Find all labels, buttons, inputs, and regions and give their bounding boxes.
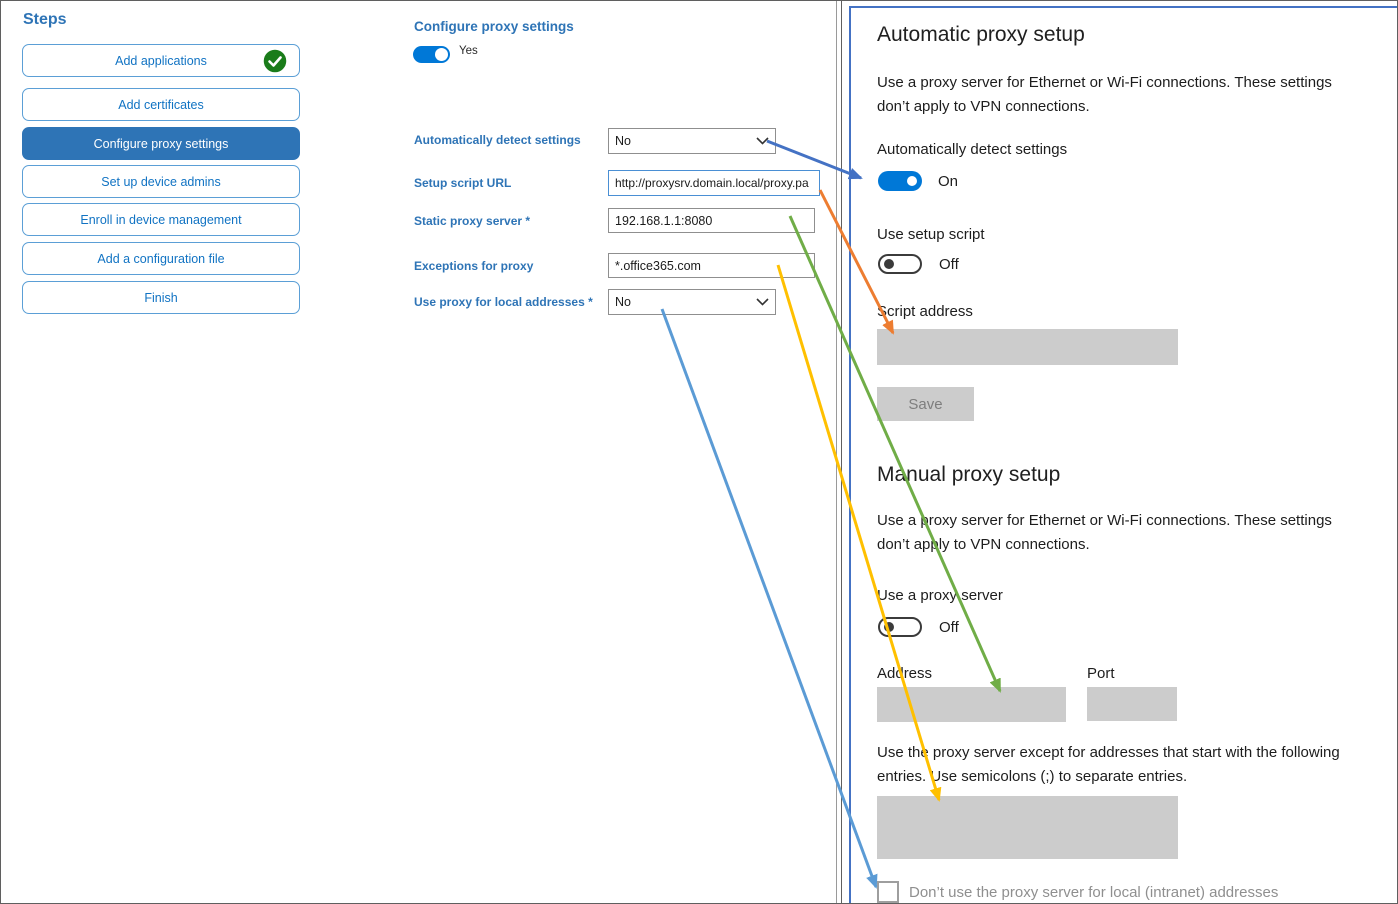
use-setup-script-state: Off [939,256,959,273]
step-label: Set up device admins [101,174,221,189]
input-value: *.office365.com [615,258,701,273]
step-label: Add a configuration file [97,251,225,266]
configure-proxy-toggle[interactable] [413,46,450,63]
field-label-auto-detect: Automatically detect settings [414,133,581,147]
automatic-proxy-description: Use a proxy server for Ethernet or Wi-Fi… [877,74,1332,115]
setup-script-url-input[interactable]: http://proxysrv.domain.local/proxy.pa [608,170,820,196]
step-label: Enroll in device management [80,212,242,227]
configure-proxy-toggle-state: Yes [459,45,478,57]
steps-title: Steps [23,11,67,28]
use-proxy-local-select[interactable]: No [608,289,776,315]
auto-detect-settings-state: On [938,173,959,190]
use-a-proxy-server-toggle[interactable] [878,617,922,637]
step-add-a-configuration-file[interactable]: Add a configuration file [22,242,300,275]
toggle-knob [884,259,894,269]
step-label: Configure proxy settings [93,136,229,151]
field-label-use-proxy-local: Use proxy for local addresses * [414,295,593,309]
step-configure-proxy-settings[interactable]: Configure proxy settings [22,127,300,160]
use-a-proxy-server-state: Off [939,619,959,636]
manual-proxy-description: Use a proxy server for Ethernet or Wi-Fi… [877,512,1332,553]
save-button[interactable]: Save [877,387,974,421]
field-label-setup-script-url: Setup script URL [414,176,512,190]
step-add-applications[interactable]: Add applications [22,44,300,77]
script-address-label: Script address [877,303,973,320]
script-address-input[interactable] [877,329,1178,365]
chevron-down-icon [756,134,769,148]
chevron-down-icon [756,295,769,309]
field-label-static-proxy-server: Static proxy server * [414,214,531,228]
port-label: Port [1087,665,1115,682]
proxy-exceptions-description: Use the proxy server except for addresse… [877,744,1340,785]
local-addresses-checkbox-label: Don’t use the proxy server for local (in… [909,884,1279,901]
use-proxy-local-arrow [660,308,878,889]
step-label: Finish [144,290,178,305]
field-label-exceptions-for-proxy: Exceptions for proxy [414,259,534,273]
step-label: Add applications [115,53,207,68]
use-setup-script-label: Use setup script [877,226,985,243]
input-value: 192.168.1.1:8080 [615,213,713,228]
pane-divider [841,1,842,903]
step-label: Add certificates [118,97,204,112]
step-finish[interactable]: Finish [22,281,300,314]
port-input[interactable] [1087,687,1177,721]
select-value: No [615,134,631,148]
exceptions-for-proxy-input[interactable]: *.office365.com [608,253,815,278]
step-enroll-in-device-management[interactable]: Enroll in device management [22,203,300,236]
auto-detect-settings-toggle[interactable] [878,171,922,191]
step-set-up-device-admins[interactable]: Set up device admins [22,165,300,198]
auto-detect-settings-label: Automatically detect settings [877,141,1068,158]
select-value: No [615,295,631,309]
address-label: Address [877,665,933,682]
check-icon [262,48,288,74]
input-value: http://proxysrv.domain.local/proxy.pa [615,176,809,190]
auto-detect-select[interactable]: No [608,128,776,154]
toggle-knob [907,176,917,186]
form-title: Configure proxy settings [414,19,574,34]
toggle-knob [884,622,894,632]
automatic-proxy-setup-title: Automatic proxy setup [877,23,1085,46]
pane-divider [836,1,837,903]
use-a-proxy-server-label: Use a proxy server [877,587,1003,604]
proxy-exceptions-textarea[interactable] [877,796,1178,859]
toggle-knob [435,48,448,61]
use-setup-script-toggle[interactable] [878,254,922,274]
address-input[interactable] [877,687,1066,722]
local-addresses-checkbox[interactable] [877,881,899,903]
static-proxy-server-input[interactable]: 192.168.1.1:8080 [608,208,815,233]
manual-proxy-setup-title: Manual proxy setup [877,463,1061,486]
step-add-certificates[interactable]: Add certificates [22,88,300,121]
